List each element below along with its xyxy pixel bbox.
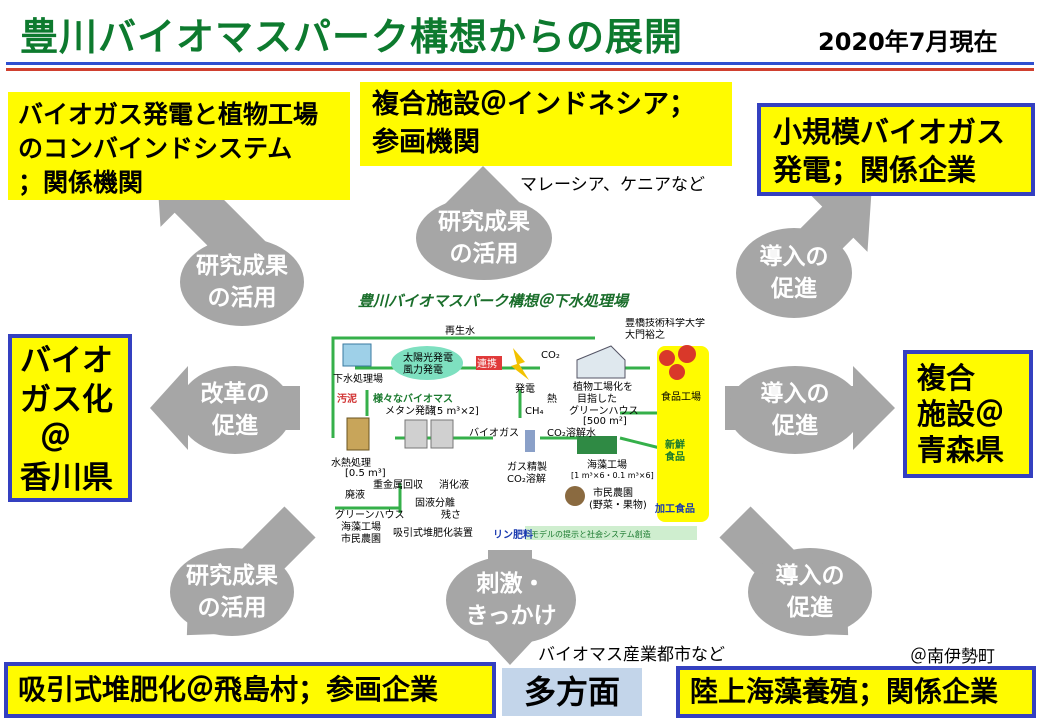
greenhouse-icon [576, 345, 626, 379]
note-top-center: マレーシア、ケニアなど [520, 175, 705, 195]
label-processed-food: 加工食品 [654, 502, 695, 515]
note-bottom-center: バイオマス産業都市など [538, 645, 725, 665]
center-diagram: 再生水 豊橋技術科学大学 大門裕之 下水処理場 太陽光発電 風力発電 連携 CO… [325, 318, 715, 548]
label-plant-factory-3: グリーンハウス [569, 404, 639, 417]
label-methane-size: [5 m³×2] [433, 406, 479, 417]
label-recycled-water: 再生水 [445, 324, 475, 337]
label-citizen-farm-2: (野菜・果物) [589, 498, 647, 511]
circle-top-left: 研究成果の活用 [180, 238, 304, 326]
circle-bottom-right: 導入の促進 [748, 548, 872, 636]
box-bottom-right: 陸上海藻養殖；関係企業 [676, 666, 1036, 718]
label-solid-liquid: 固液分離 [415, 496, 455, 509]
title-underline-red [6, 68, 1034, 71]
label-digestate: 消化液 [439, 478, 469, 491]
label-seaweed-factory: 海藻工場 [587, 458, 627, 471]
label-gas-refining-2: CO₂溶解 [507, 472, 546, 485]
label-various-biomass: 様々なバイオマス [373, 392, 453, 405]
label-plant-factory-1: 植物工場化を [573, 380, 633, 393]
solar-wind-ellipse [391, 346, 463, 380]
tomato-icon [669, 364, 685, 380]
label-output-2: 海藻工場 [341, 520, 381, 533]
circle-middle-left: 改革の促進 [178, 366, 292, 454]
label-fresh-food-1: 新鮮 [665, 438, 685, 451]
box-middle-left: バイオ ガス化 ＠ 香川県 [8, 334, 132, 502]
methane-tank [404, 419, 428, 449]
box-top-left: バイオガス発電と植物工場 のコンバインドシステム ；関係機関 [8, 92, 350, 200]
note-bottom-right: ＠南伊勢町 [910, 647, 995, 667]
box-top-right: 小規模バイオガス 発電；関係企業 [757, 103, 1035, 196]
label-ch4: CH₄ [525, 406, 544, 417]
label-output-1: グリーンハウス [335, 508, 405, 521]
sewage-plant-icon [342, 343, 372, 367]
circle-bottom-left: 研究成果の活用 [170, 548, 294, 636]
seaweed-tank [577, 436, 617, 454]
label-heat: 熱 [547, 392, 557, 405]
label-greenhouse-size: [500 m²] [583, 416, 627, 427]
circle-top-center: 研究成果の活用 [416, 196, 552, 280]
label-sewage-plant: 下水処理場 [333, 372, 383, 385]
label-wind: 風力発電 [403, 363, 443, 376]
box-bottom-center: 多方面 [502, 668, 642, 716]
date-label: 2020年7月現在 [818, 28, 998, 56]
box-top-center: 複合施設＠インドネシア； 参画機関 [360, 82, 732, 166]
gas-cylinder [525, 430, 535, 452]
label-link: 連携 [477, 357, 497, 370]
lightning-icon [511, 348, 529, 380]
title-underline-blue [6, 62, 1034, 65]
label-seaweed-size: [1 m³×6・0.1 m³×6] [571, 471, 654, 480]
box-bottom-left: 吸引式堆肥化＠飛島村；参画企業 [4, 662, 496, 718]
label-sludge: 汚泥 [337, 392, 357, 405]
circle-bottom-center: 刺激・きっかけ [446, 556, 576, 644]
label-heat-treatment: 水熱処理 [331, 456, 371, 469]
label-plant-factory-2: 目指した [577, 392, 617, 405]
citizen-farmer-icon [565, 486, 585, 506]
label-power: 発電 [515, 382, 535, 395]
label-citizen-farm-1: 市民農園 [593, 486, 633, 499]
label-co2-top: CO₂ [541, 350, 560, 361]
label-heavy-metal: 重金属回収 [373, 478, 423, 491]
label-professor: 大門裕之 [625, 328, 665, 341]
label-biogas: バイオガス [469, 427, 519, 439]
food-column [657, 346, 709, 522]
label-solar: 太陽光発電 [403, 351, 453, 364]
heat-treatment-tank [346, 417, 370, 451]
label-fresh-food-2: 食品 [664, 450, 685, 463]
label-gas-refining-1: ガス精製 [507, 460, 547, 473]
label-heat-treatment-size: [0.5 m³] [345, 468, 386, 479]
page-title: 豊川バイオマスパーク構想からの展開 [20, 15, 684, 59]
model-banner [525, 526, 697, 540]
label-output-3: 市民農園 [341, 532, 381, 545]
circle-middle-right: 導入の促進 [728, 366, 862, 454]
label-waste-liquid: 廃液 [345, 488, 365, 501]
circle-top-right: 導入の促進 [736, 228, 852, 318]
methane-tank [430, 419, 454, 449]
label-university: 豊橋技術科学大学 [625, 318, 705, 329]
label-residue: 残さ [441, 508, 461, 521]
label-food-factory: 食品工場 [661, 390, 701, 403]
box-middle-right: 複合 施設＠ 青森県 [903, 350, 1033, 478]
tomato-icon [659, 350, 675, 366]
link-badge [476, 356, 502, 370]
label-model: モデルの提示と社会システム創造 [531, 529, 651, 539]
tomato-icon [678, 345, 696, 363]
label-methane: メタン発酵 [385, 404, 435, 417]
center-diagram-title: 豊川バイオマスパーク構想＠下水処理場 [358, 292, 629, 310]
label-phosphorus: リン肥料 [493, 528, 533, 541]
label-compost-device: 吸引式堆肥化装置 [393, 526, 473, 539]
label-co2-dissolved-water: CO₂溶解水 [547, 426, 596, 439]
